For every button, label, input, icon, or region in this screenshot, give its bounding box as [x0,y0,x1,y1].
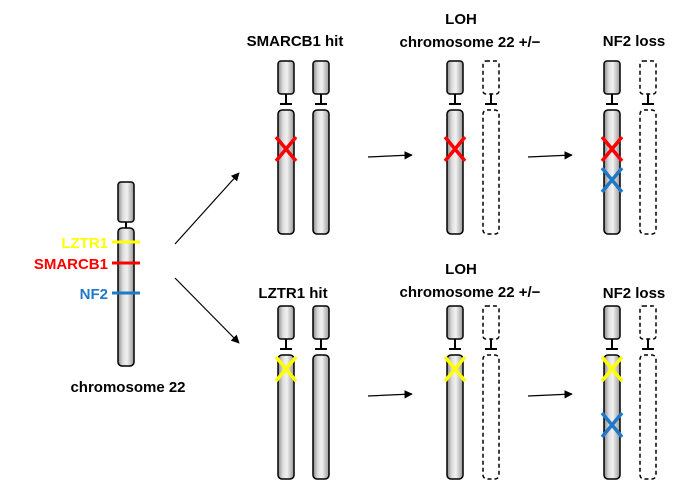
top-step3-hit-cross [600,135,624,163]
bottom-step3-hit-cross [600,355,624,383]
bottom-step3-nf2-cross [600,411,624,439]
origin-caption: chromosome 22 [70,379,185,396]
bottom-step2-label-line2: chromosome 22 +/− [400,284,541,301]
origin-chromosome [117,181,135,367]
gene-marker-lztr1: LZTR1 [61,235,140,252]
top-step3-nf2-cross [600,166,624,194]
branch-arrow-bottom [174,277,240,344]
gene-label-smarcb1: SMARCB1 [34,256,108,273]
gene-marker-nf2: NF2 [80,286,140,303]
bottom-step1-label: LZTR1 hit [258,285,327,302]
bottom-step1-hit-cross [274,355,298,383]
bottom-step3-label: NF2 loss [603,285,666,302]
top-step3-label: NF2 loss [603,33,666,50]
bottom-arrow-2 [527,390,573,399]
top-arrow-2 [527,151,573,160]
top-step2-label-line2: chromosome 22 +/− [400,34,541,51]
bottom-step2-label-line1: LOH [445,261,477,278]
top-step1-chromosome-pair [277,60,330,235]
gene-marker-smarcb1: SMARCB1 [34,256,140,273]
top-step3-chromosome-pair [603,60,657,235]
bottom-step2-chromosome-pair [446,305,500,480]
top-step1-label: SMARCB1 hit [247,33,344,50]
top-step1-hit-cross [274,135,298,163]
top-arrow-1 [367,151,413,160]
bottom-arrow-1 [367,390,413,399]
bottom-step3-chromosome-pair [603,305,657,480]
top-step2-chromosome-pair [446,60,500,235]
gene-label-nf2: NF2 [80,286,108,303]
top-step2-hit-cross [443,135,467,163]
bottom-step1-chromosome-pair [277,305,330,480]
gene-label-lztr1: LZTR1 [61,235,108,252]
top-step2-label-line1: LOH [445,11,477,28]
branch-arrow-top [174,172,240,245]
bottom-step2-hit-cross [443,355,467,383]
